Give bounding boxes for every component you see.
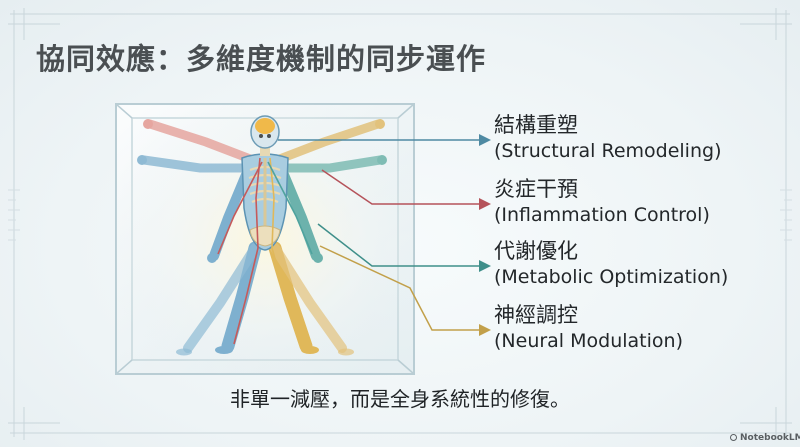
extended-arms [139,119,385,173]
label-inflammation-control: 炎症干預 (Inflammation Control) [494,176,784,228]
vessel-lines [217,157,313,345]
notebooklm-logo-icon [730,434,737,441]
label-en: (Inflammation Control) [494,204,710,226]
badge-label: NotebookLM [740,433,800,443]
label-en: (Metabolic Optimization) [494,266,729,288]
label-en: (Structural Remodeling) [494,140,722,162]
label-zh: 神經調控 [494,303,578,327]
human-anatomy-figure [115,103,415,375]
page-title: 協同效應：多維度機制的同步運作 [36,42,487,76]
label-en: (Neural Modulation) [494,330,683,352]
label-zh: 結構重塑 [494,113,578,137]
body-outline [183,165,347,353]
head [250,115,280,156]
label-zh: 炎症干預 [494,177,578,201]
notebooklm-badge: NotebookLM [730,433,800,443]
caption: 非單一減壓，而是全身系統性的修復。 [230,387,570,411]
label-structural-remodeling: 結構重塑 (Structural Remodeling) [494,112,784,164]
extremities [137,119,387,356]
label-neural-modulation: 神經調控 (Neural Modulation) [494,302,784,354]
label-metabolic-optimization: 代謝優化 (Metabolic Optimization) [494,238,784,290]
label-zh: 代謝優化 [494,239,578,263]
